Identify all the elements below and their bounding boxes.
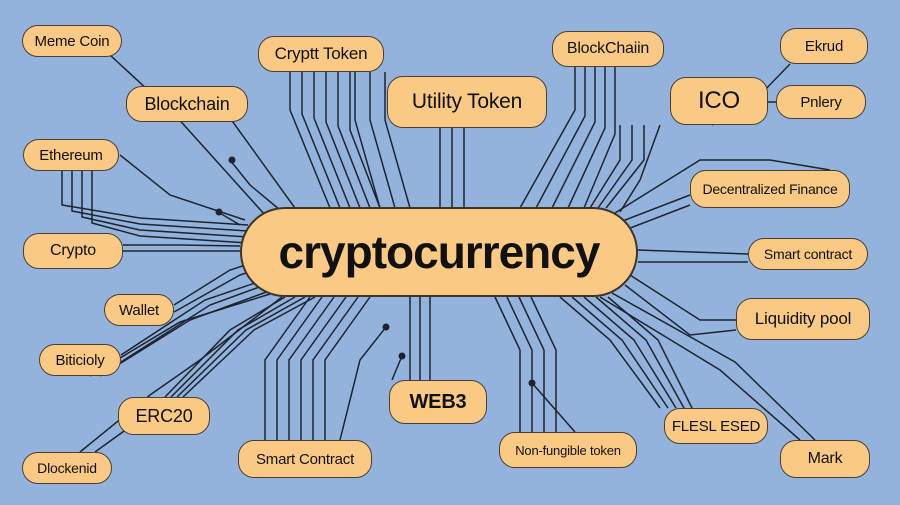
connector-line [325,72,361,209]
connector-line [182,296,316,398]
node-erc20[interactable]: ERC20 [118,397,210,435]
connector-line [339,326,387,441]
node-blockchain-left[interactable]: Blockchain [126,86,248,122]
connector-line [391,355,403,381]
node-crypto[interactable]: Crypto [23,233,123,269]
connector-line [289,72,331,209]
connector-line [614,159,831,214]
connector-line [519,67,576,209]
connector-line [164,296,286,398]
connector-line [535,67,586,209]
connector-line [506,296,533,432]
connector-line [530,296,557,432]
node-smart-contract-right[interactable]: Smart contract [748,238,868,270]
center-node-cryptocurrency[interactable]: cryptocurrency [240,207,638,297]
connector-line [120,281,259,356]
connector-line [595,296,685,409]
connector-line [599,296,801,441]
connector-line [384,72,411,209]
connector-line [99,289,273,377]
node-biticioly[interactable]: Biticioly [39,344,121,376]
node-smart-contract-bottom[interactable]: Smart Contract [238,440,372,478]
connector-line [567,67,606,209]
connector-line [71,171,249,232]
connector-line [611,292,816,441]
connector-line [324,296,371,440]
node-web3[interactable]: WEB3 [389,380,487,424]
node-mark[interactable]: Mark [780,440,870,478]
connector-line [300,296,347,440]
connector-line [583,67,616,209]
node-blockchain-top[interactable]: BlockChaiin [552,31,664,67]
connector-line [264,296,311,440]
connector-line [624,284,737,336]
connector-line [120,285,263,363]
connector-line [349,72,381,209]
node-decentralized-finance[interactable]: Decentralized Finance [690,170,850,208]
connector-line [605,125,645,209]
node-cryptt-token[interactable]: Cryptt Token [258,36,384,72]
connector-line [571,296,669,409]
node-ethereum[interactable]: Ethereum [23,139,119,171]
connector-line [624,204,691,231]
node-flesl-esed[interactable]: FLESL ESED [664,408,768,444]
connector-line [91,171,249,244]
node-utility-token[interactable]: Utility Token [387,76,547,128]
connector-line [619,124,661,213]
connector-line [597,125,633,209]
connector-line [119,154,246,221]
connector-line [531,382,576,433]
connector-line [229,117,301,216]
connector-line [637,249,749,255]
connector-line [559,296,661,409]
connector-line [313,72,351,209]
node-non-fungible-token[interactable]: Non-fungible token [499,432,637,468]
node-liquidity-pool[interactable]: Liquidity pool [736,298,870,340]
connector-line [583,296,677,409]
connector-line [619,194,691,223]
connector-line [629,274,736,321]
node-dlockenid[interactable]: Dlockenid [22,452,112,484]
node-ico[interactable]: ICO [670,77,768,125]
connector-line [123,244,241,247]
connector-dot [382,323,390,331]
connector-line [61,171,249,226]
connector-dot [228,156,236,164]
connector-line [276,296,323,440]
connector-line [79,296,283,453]
connector-line [354,72,381,209]
connector-line [518,296,545,432]
connector-line [312,296,359,440]
connector-dot [398,352,406,360]
connector-line [337,72,371,209]
connector-line [301,72,341,209]
connector-line [229,159,281,211]
connector-line [551,67,596,209]
node-meme-coin[interactable]: Meme Coin [22,25,122,57]
connector-line [81,171,249,238]
connector-line [369,72,396,209]
node-ekrud[interactable]: Ekrud [780,28,868,64]
node-wallet[interactable]: Wallet [104,294,174,326]
connector-line [589,125,621,209]
node-pnlery[interactable]: Pnlery [776,85,866,119]
connector-dot [528,379,536,387]
connector-line [288,296,335,440]
connector-line [176,296,306,398]
connector-line [494,296,521,432]
